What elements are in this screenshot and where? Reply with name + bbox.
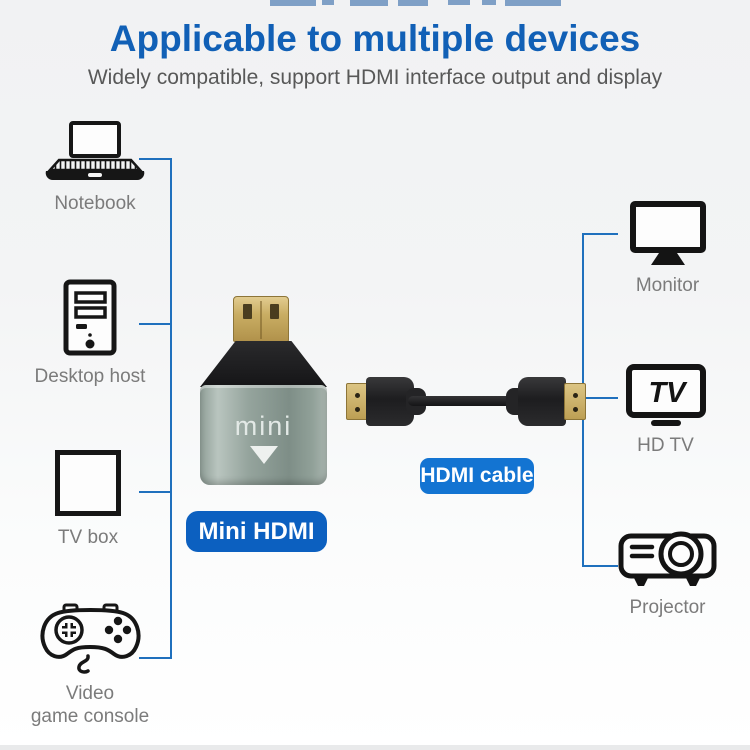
mini-hdmi-label-badge: Mini HDMI (186, 511, 327, 552)
hdtv-icon: TV (598, 364, 733, 428)
left-stub-tvbox (139, 491, 172, 493)
remnant-segment (505, 0, 561, 6)
plug-pin-dot (355, 393, 360, 398)
page-title: Applicable to multiple devices (109, 18, 641, 59)
monitor-icon (600, 201, 735, 267)
gamepad-icon (10, 600, 170, 676)
device-desktop-host: Desktop host (10, 279, 170, 388)
right-stub-projector (582, 565, 618, 567)
hdmi-cable-image (340, 375, 592, 431)
connector-slot (243, 304, 252, 319)
right-stub-hdtv (582, 397, 618, 399)
remnant-segment (448, 0, 470, 5)
plug-pin-dot (573, 393, 578, 398)
device-label: TV box (57, 527, 119, 548)
device-notebook: Notebook (20, 120, 170, 215)
left-stub-notebook (139, 158, 172, 160)
connector-seam (260, 301, 262, 339)
remnant-segment (270, 0, 316, 6)
mini-hdmi-adapter-image: mini (200, 293, 327, 493)
remnant-segment (322, 0, 334, 5)
hdmi-plug-gold-left (346, 383, 368, 420)
laptop-icon (20, 120, 170, 184)
left-stub-desktop (139, 323, 172, 325)
plug-pin-dot (355, 407, 360, 412)
device-label-line: game console (30, 706, 150, 727)
device-label: Monitor (635, 275, 700, 296)
desktop-tower-icon (10, 279, 170, 357)
device-monitor: Monitor (600, 201, 735, 297)
device-label: HD TV (637, 435, 694, 456)
cable-wire (408, 396, 524, 406)
projector-icon (600, 514, 735, 590)
left-bracket-vertical-line (170, 158, 172, 659)
connector-slot (270, 304, 279, 319)
tv-screen-text: TV (648, 377, 688, 409)
device-label: Desktop host (34, 366, 146, 387)
device-label: Projector (629, 597, 706, 618)
tv-box-icon (55, 450, 121, 516)
down-triangle-icon (249, 446, 278, 464)
device-game-console: Video game console (10, 600, 170, 728)
adapter-neck (200, 341, 327, 387)
left-stub-console (139, 657, 172, 659)
remnant-segment (350, 0, 388, 6)
hdmi-cable-label-badge: HDMI cable (420, 458, 534, 494)
page-subtitle: Widely compatible, support HDMI interfac… (87, 66, 663, 89)
plug-pin-dot (573, 407, 578, 412)
hdmi-connector-right (518, 377, 566, 426)
mini-hdmi-connector (233, 296, 289, 342)
remnant-segment (482, 0, 496, 5)
device-hdtv: TV HD TV (598, 364, 733, 457)
adapter-body: mini (200, 385, 327, 485)
device-label: Notebook (54, 193, 136, 214)
hdmi-plug-gold-right (564, 383, 586, 420)
remnant-segment (398, 0, 428, 6)
adapter-body-text: mini (234, 411, 293, 441)
device-projector: Projector (600, 514, 735, 619)
right-stub-monitor (582, 233, 618, 235)
device-tv-box: TV box (18, 450, 158, 549)
device-label-line: Video (65, 683, 115, 704)
bottom-section-divider (0, 745, 750, 750)
